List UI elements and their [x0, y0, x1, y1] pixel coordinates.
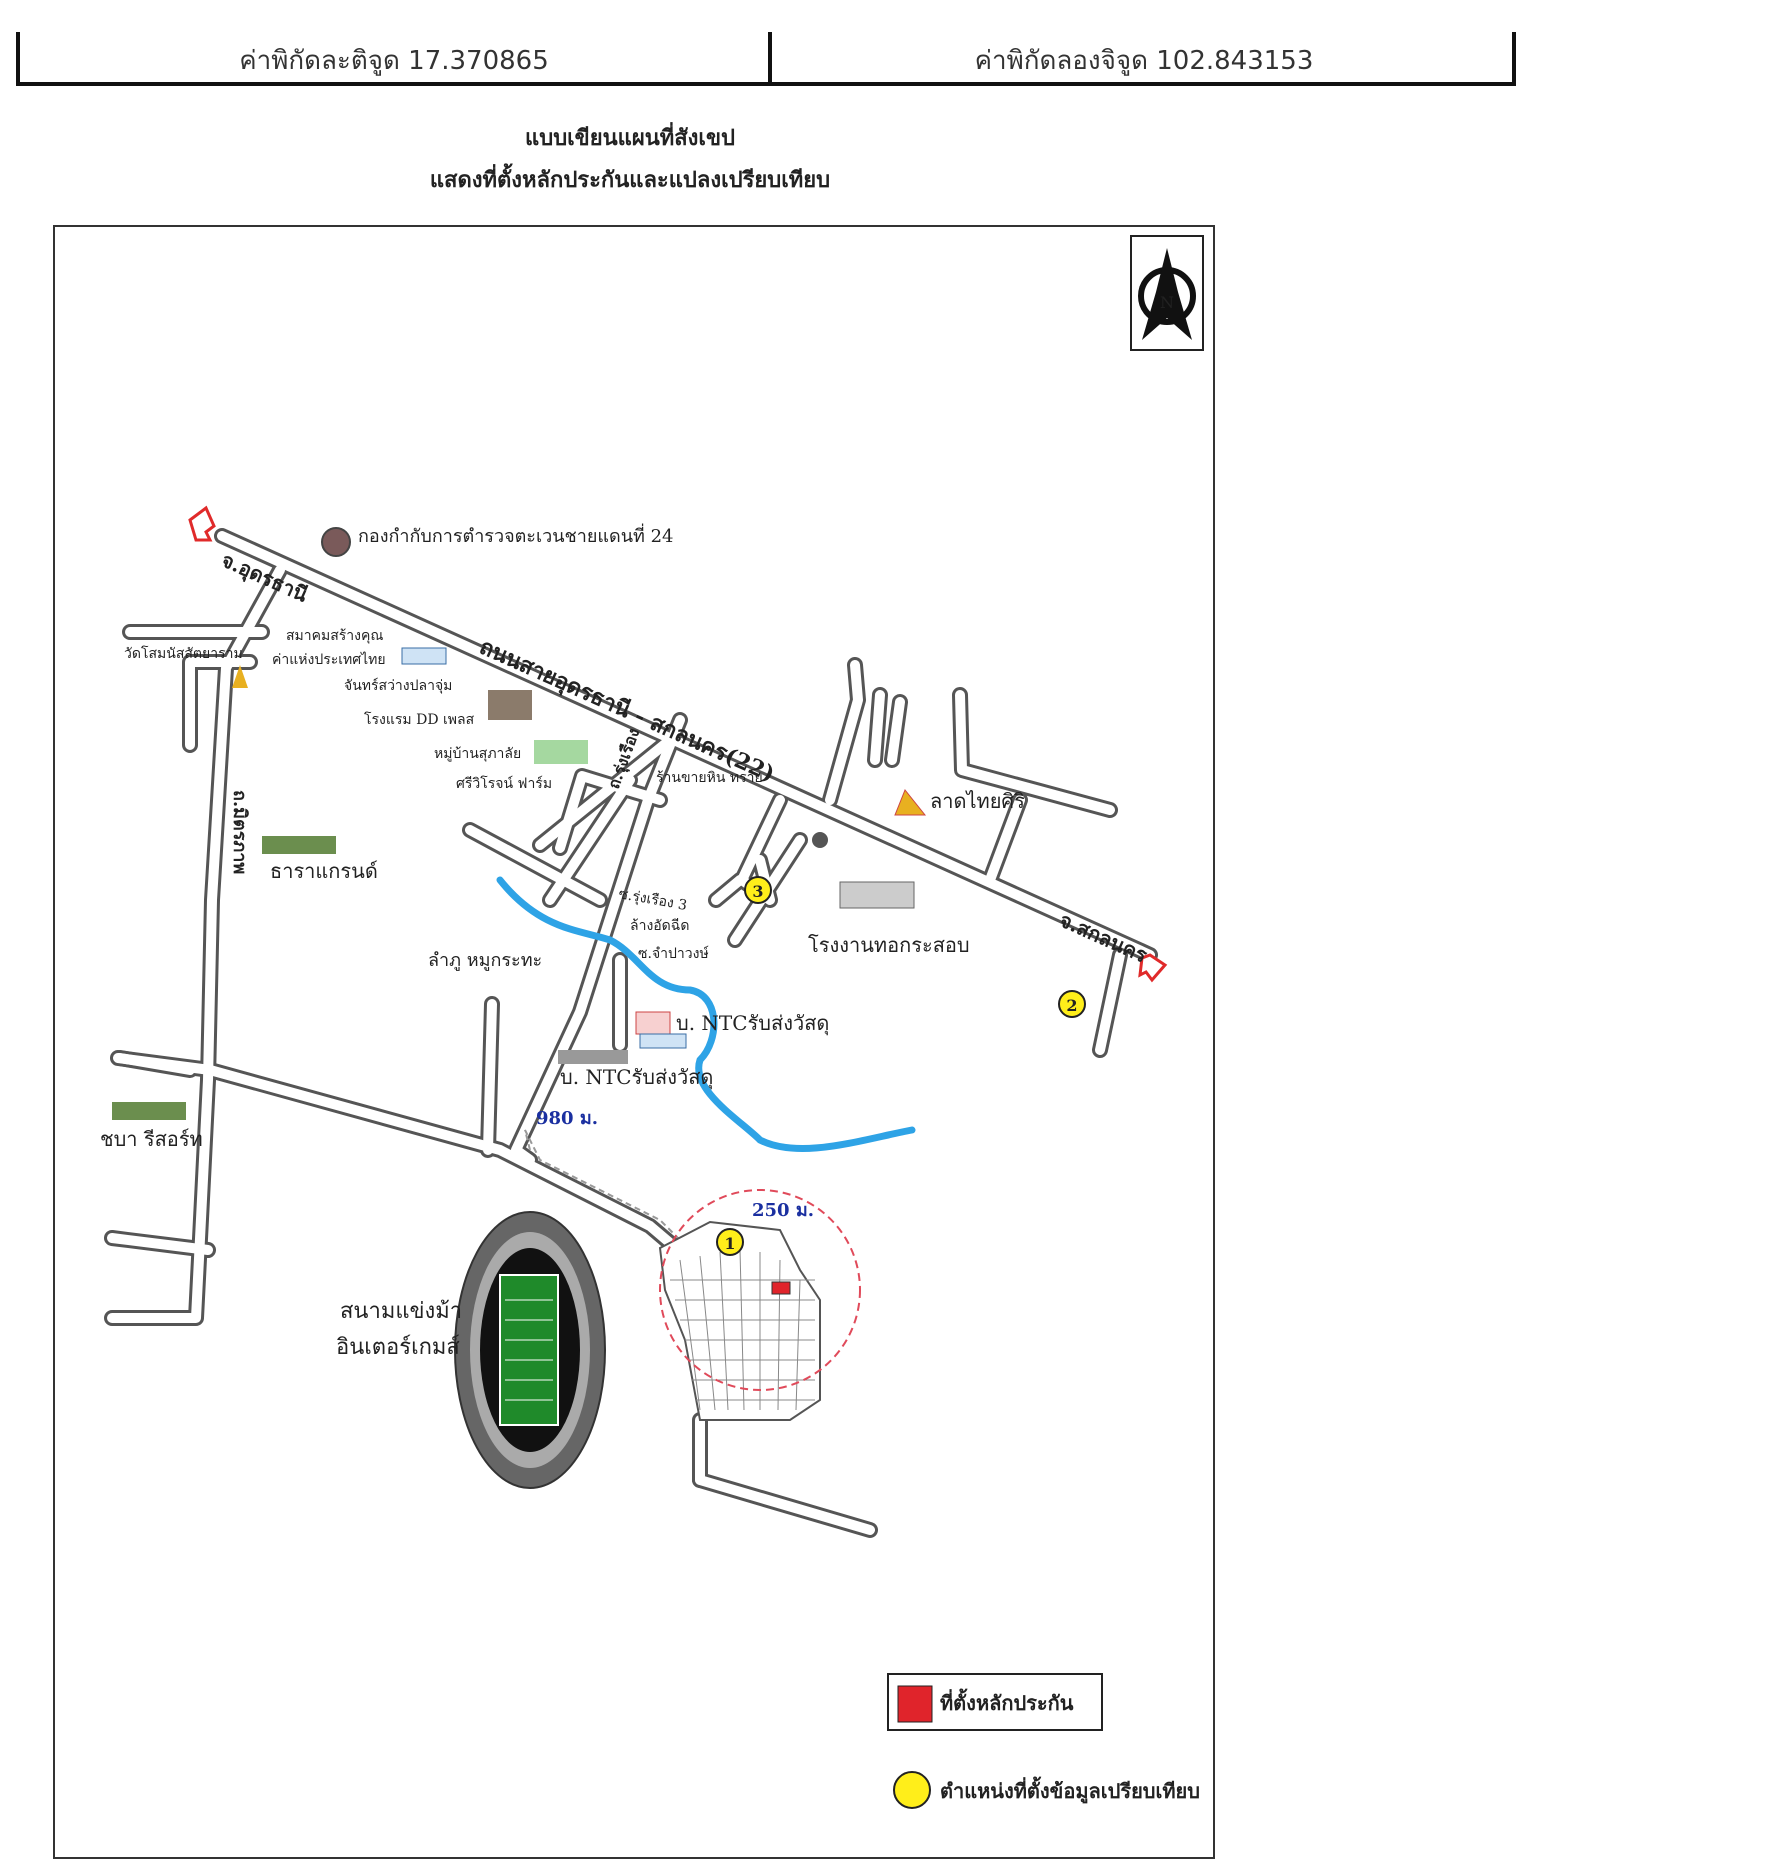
label-village-1: หมู่บ้านสุภาลัย — [434, 746, 521, 762]
label-ntc-1: บ. NTCรับส่งวัสดุ — [676, 1011, 829, 1036]
market-icon — [894, 789, 927, 816]
horse-racing-stadium — [454, 1211, 606, 1489]
legend-collateral-swatch — [897, 1685, 933, 1723]
ntc-warehouse-icon — [558, 1050, 628, 1064]
label-lat-thai: ลาดไทยศิริ — [930, 789, 1025, 813]
comparison-marker-2: 2 — [1058, 990, 1086, 1018]
radius-250m — [659, 1189, 861, 1391]
ntc-flag-icon — [635, 1011, 671, 1035]
chaba-icon — [112, 1102, 186, 1120]
label-temple: วัดโสมนัสสัตยาราม — [124, 645, 243, 662]
label-distance-250: 250 ม. — [752, 1200, 814, 1221]
label-stadium-2: อินเตอร์เกมส์ — [336, 1335, 460, 1360]
label-factory: โรงงานทอกระสอบ — [808, 933, 970, 957]
latitude-text: ค่าพิกัดละติจูด 17.370865 — [239, 46, 549, 76]
label-assoc-2: ค่าแห่งประเทศไทย — [272, 651, 386, 668]
factory-icon — [839, 881, 915, 909]
label-soi-jam: ซ.จำปาวงษ์ — [638, 945, 709, 962]
river — [496, 876, 916, 1153]
label-assoc-1: สมาคมสร้างคุณ — [286, 628, 383, 644]
label-distance-980: 980 ม. — [536, 1108, 598, 1129]
label-car-wash: ล้างอัดฉีด — [630, 918, 689, 934]
svg-text:3: 3 — [752, 882, 763, 901]
comparison-marker-3: 3 — [744, 876, 772, 904]
label-village-2: ศรีวิโรจน์ ฟาร์ม — [456, 775, 552, 792]
label-tara: ธาราแกรนด์ — [270, 859, 378, 883]
collateral-site-marker — [771, 1281, 791, 1295]
label-border-patrol: กองกำกับการตำรวจตะเวนชายแดนที่ 24 — [358, 523, 674, 547]
label-lamphu: ลำภู หมูกระทะ — [428, 950, 542, 971]
village-icon — [534, 740, 588, 764]
svg-text:2: 2 — [1066, 996, 1077, 1015]
police-emblem-icon — [321, 527, 351, 557]
arrow-udon-icon — [188, 505, 216, 542]
hotel-icon — [488, 690, 532, 720]
label-stadium-1: สนามแข่งม้า — [340, 1299, 462, 1324]
compass-letter: N — [1160, 293, 1174, 312]
legend-collateral-label: ที่ตั้งหลักประกัน — [940, 1688, 1074, 1715]
label-hotel: โรงแรม DD เพลส — [364, 711, 475, 728]
label-chaba: ชบา รีสอร์ท — [100, 1127, 203, 1151]
legend: ที่ตั้งหลักประกัน ตำแหน่งที่ตั้งข้อมูลเป… — [887, 1673, 1200, 1809]
label-ntc-2: บ. NTCรับส่งวัสดุ — [560, 1065, 713, 1090]
subdivision-block — [658, 1220, 821, 1421]
roads — [104, 528, 1158, 1538]
building-icon — [401, 647, 447, 665]
label-soi-ruang: ซ.รุ่งเรือง 3 — [617, 886, 688, 914]
legend-comparison-label: ตำแหน่งที่ตั้งข้อมูลเปรียบเทียบ — [940, 1776, 1200, 1805]
map-title-line1: แบบเขียนแผนที่สังเขป — [525, 125, 735, 151]
coordinate-divider — [768, 32, 772, 86]
distance-route — [524, 1129, 681, 1241]
svg-text:1: 1 — [724, 1234, 735, 1253]
compass-icon: N — [1130, 235, 1204, 351]
legend-comparison-swatch — [893, 1771, 931, 1809]
comparison-marker-1: 1 — [716, 1228, 744, 1256]
map-title-line2: แสดงที่ตั้งหลักประกันและแปลงเปรียบเทียบ — [429, 167, 831, 193]
longitude-text: ค่าพิกัดลองจิจูด 102.843153 — [974, 46, 1314, 76]
tara-icon — [262, 836, 336, 854]
map-frame — [53, 225, 1215, 1859]
ntc-building-icon — [639, 1033, 687, 1049]
temple-icon — [232, 665, 248, 688]
coordinate-header: ค่าพิกัดละติจูด 17.370865 ค่าพิกัดลองจิจ… — [16, 32, 1516, 86]
label-chan-sawang: จันทร์สว่างปลาจุ่ม — [344, 677, 452, 694]
label-sakon: จ.สกลนคร — [1056, 908, 1151, 968]
arrow-sakon-icon — [1138, 953, 1168, 983]
label-road-left: ถ.มิตรภาพ — [229, 790, 250, 874]
label-sand-shop: ร้านขายหิน ทราย — [656, 770, 763, 786]
